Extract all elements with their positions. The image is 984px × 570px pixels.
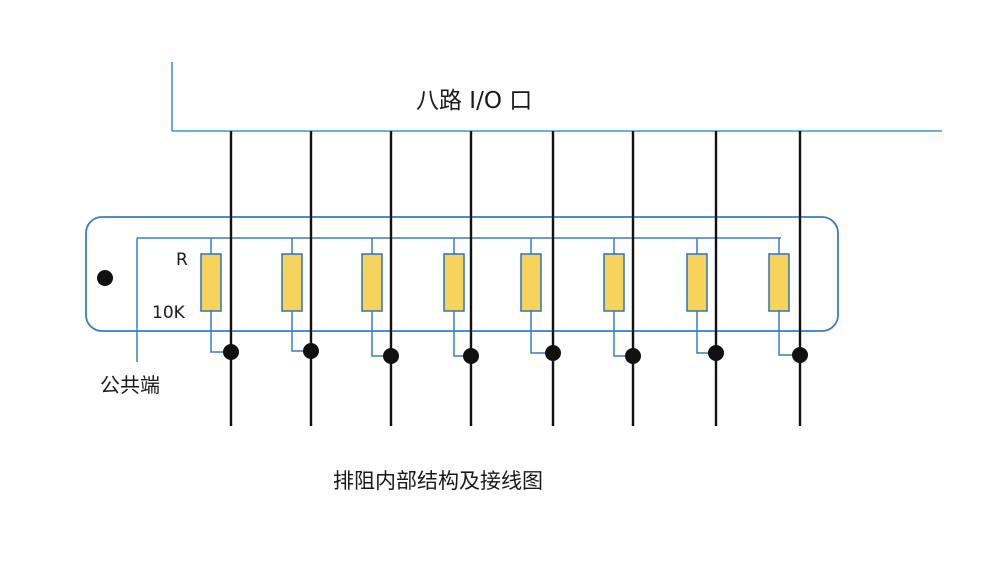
resistor-5 [520, 253, 542, 312]
resistor-package-outline [85, 216, 839, 332]
resistor-1 [200, 253, 222, 312]
resistor-4 [443, 253, 465, 312]
junction-dot-6 [625, 348, 641, 364]
resistor-symbol-label: R [176, 250, 188, 270]
resistance-value-label: 10K [152, 303, 186, 323]
resistor-2 [281, 253, 303, 312]
junction-dot-4 [463, 348, 479, 364]
resistor-3 [361, 253, 383, 312]
junction-dot-3 [383, 348, 399, 364]
resistor-8 [768, 253, 790, 312]
junction-dot-1 [223, 344, 239, 360]
io-bus [171, 62, 942, 132]
diagram-caption: 排阻内部结构及接线图 [333, 469, 543, 493]
resistor-channels [200, 131, 808, 426]
junction-dot-5 [545, 345, 561, 361]
resistor-7 [686, 253, 708, 312]
resistor-6 [603, 253, 625, 312]
common-bus [136, 237, 781, 362]
junction-dot-8 [792, 347, 808, 363]
junction-dot-2 [303, 343, 319, 359]
pin1-marker-dot [97, 270, 113, 286]
bus-label: 八路 I/O 口 [416, 88, 532, 114]
common-terminal-label: 公共端 [100, 373, 160, 397]
junction-dot-7 [708, 345, 724, 361]
